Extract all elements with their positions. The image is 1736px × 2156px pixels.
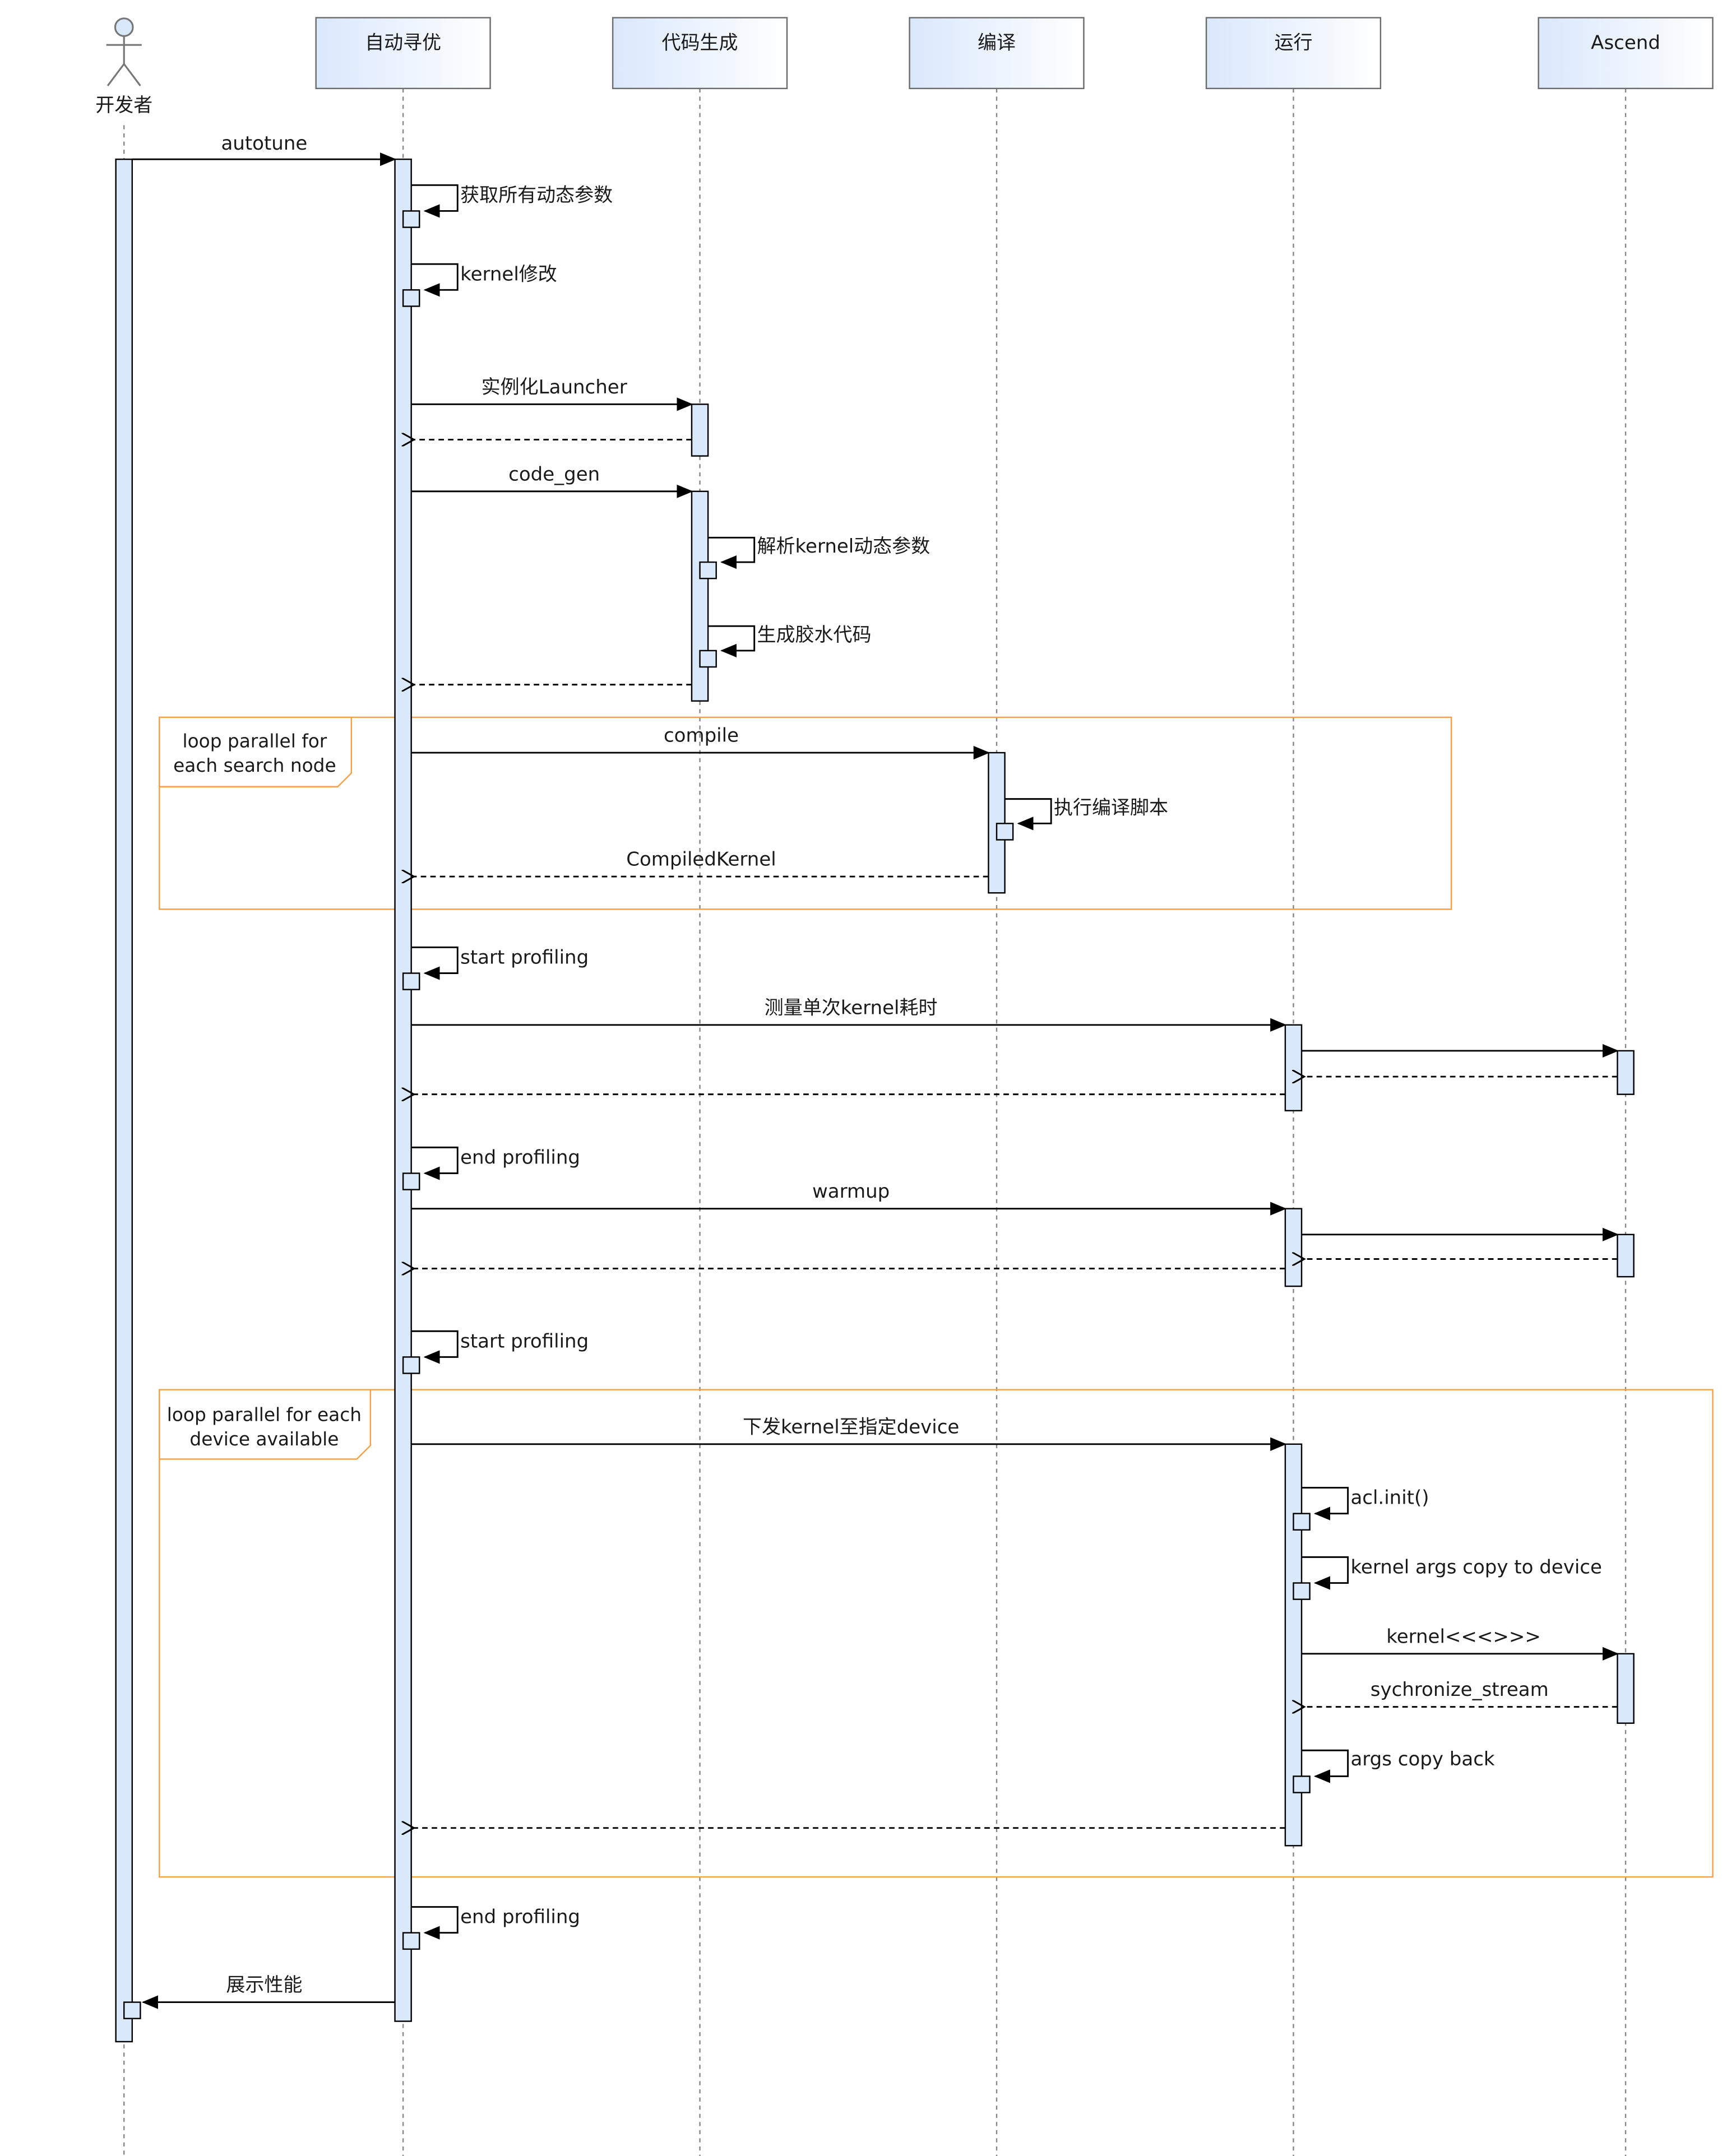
message-label: warmup <box>812 1180 890 1203</box>
message-labels: autotune 获取所有动态参数 kernel修改 实例化Launcher c… <box>221 132 1601 1996</box>
participant-label: 代码生成 <box>662 31 738 54</box>
message-label: 执行编译脚本 <box>1054 796 1168 819</box>
stick-figure-icon <box>106 17 142 86</box>
message-label: compile <box>664 725 739 747</box>
message-label: sychronize_stream <box>1371 1679 1549 1701</box>
activation-autotune <box>394 158 412 2022</box>
self-message-get-params <box>402 184 459 228</box>
activation-codegen-1 <box>691 404 709 457</box>
loop-fragment-search-node: loop parallel for each search node <box>159 716 1452 910</box>
self-message-args-copy <box>1293 1556 1349 1600</box>
self-message-copy-back <box>1293 1749 1349 1793</box>
loop-label: loop parallel for <box>182 730 327 752</box>
self-message-end-profiling-1 <box>402 1146 459 1190</box>
activation-ascend-1 <box>1617 1050 1635 1095</box>
message-label: 实例化Launcher <box>482 376 627 398</box>
actor-label: 开发者 <box>95 94 152 117</box>
activation-run-1 <box>1284 1024 1303 1112</box>
self-message-glue-code <box>699 625 756 668</box>
activation-run-2 <box>1284 1208 1303 1287</box>
message-label: 测量单次kernel耗时 <box>765 996 938 1019</box>
self-message-start-profiling-1 <box>402 946 459 990</box>
activation-codegen-2 <box>691 490 709 702</box>
message-label: CompiledKernel <box>626 849 776 871</box>
activations <box>115 158 1635 2043</box>
message-label: 生成胶水代码 <box>757 624 872 646</box>
participant-label: Ascend <box>1591 31 1660 54</box>
message-label: args copy back <box>1350 1748 1494 1770</box>
participant-ascend: Ascend <box>1538 17 1714 90</box>
participant-label: 编译 <box>978 31 1016 54</box>
message-label: end profiling <box>460 1906 580 1928</box>
participant-compile: 编译 <box>909 17 1085 90</box>
messages <box>123 152 1619 2019</box>
message-label: start profiling <box>460 1330 589 1352</box>
self-message-end-profiling-2 <box>402 1906 459 1950</box>
message-label: kernel args copy to device <box>1350 1556 1601 1579</box>
message-label: 获取所有动态参数 <box>460 184 613 206</box>
loop-label: loop parallel for each <box>167 1404 362 1426</box>
participant-autotune: 自动寻优 <box>315 17 491 90</box>
message-label: end profiling <box>460 1147 580 1169</box>
activation-ascend-3 <box>1617 1653 1635 1724</box>
loop-label: each search node <box>173 755 336 776</box>
message-label: acl.init() <box>1350 1487 1429 1509</box>
message-label: start profiling <box>460 946 589 968</box>
self-message-acl-init <box>1293 1487 1349 1531</box>
lifelines <box>123 88 1627 2156</box>
message-label: 解析kernel动态参数 <box>757 535 931 558</box>
participant-label: 运行 <box>1274 31 1312 54</box>
loop-label: device available <box>189 1429 339 1450</box>
participant-run: 运行 <box>1205 17 1382 90</box>
participant-codegen: 代码生成 <box>612 17 788 90</box>
message-label: kernel修改 <box>460 263 557 285</box>
message-label: code_gen <box>508 463 600 485</box>
self-message-compile-script <box>996 798 1052 841</box>
self-message-parse-params <box>699 536 756 579</box>
activation-developer-receive <box>123 2001 141 2019</box>
loop-fragment-device: loop parallel for each device available <box>159 1389 1714 1878</box>
message-label: kernel<<<>>> <box>1386 1625 1541 1648</box>
actor-developer: 开发者 <box>95 17 152 117</box>
activation-developer <box>115 158 133 2043</box>
self-message-start-profiling-2 <box>402 1330 459 1374</box>
message-label: 下发kernel至指定device <box>743 1416 959 1438</box>
self-message-kernel-modify <box>402 263 459 307</box>
message-label: 展示性能 <box>226 1974 302 1996</box>
participant-label: 自动寻优 <box>365 31 441 54</box>
activation-ascend-2 <box>1617 1234 1635 1278</box>
message-label: autotune <box>221 132 307 155</box>
